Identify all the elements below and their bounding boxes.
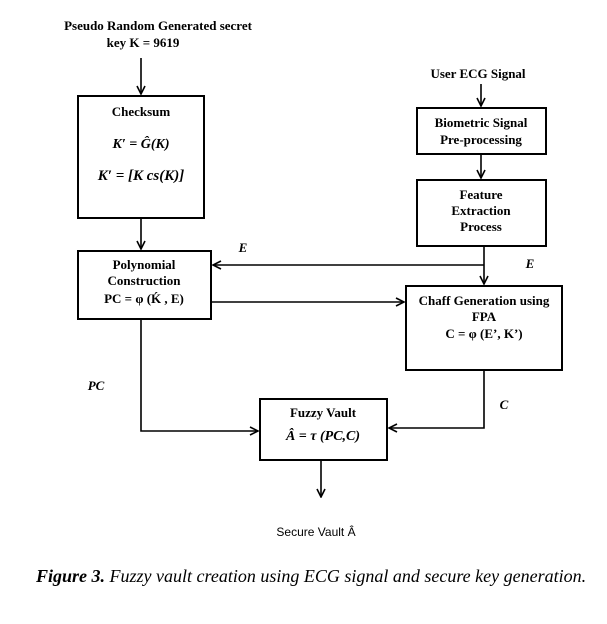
user-ecg-label: User ECG Signal: [430, 66, 525, 81]
checksum-equation-1: K′ = Ĝ(K): [111, 135, 169, 152]
arrow-polynomial-to-vault: [140, 319, 258, 431]
biometric-line2: Pre-processing: [440, 132, 522, 147]
polynomial-equation: PC = φ (Ḱ , E): [104, 291, 184, 306]
polynomial-line1: Polynomial: [113, 257, 176, 272]
checksum-box: Checksum K′ = Ĝ(K) K′ = [K cs(K)]: [77, 95, 205, 219]
edge-label-pc: PC: [88, 378, 105, 393]
edge-label-e-right: E: [525, 256, 535, 271]
figure-label: Figure 3.: [36, 566, 106, 586]
checksum-title: Checksum: [112, 104, 171, 119]
vault-title: Fuzzy Vault: [290, 405, 357, 420]
feature-line3: Process: [460, 219, 502, 234]
checksum-equation-2: K′ = [K cs(K)]: [97, 168, 185, 184]
fuzzy-vault-flow-diagram: Pseudo Random Generated secret key K = 9…: [64, 18, 563, 539]
arrow-chaff-to-vault: [389, 370, 485, 428]
caption-text: Fuzzy vault creation using ECG signal an…: [109, 566, 587, 586]
polynomial-construction-box: Polynomial Construction PC = φ (Ḱ , E): [77, 250, 212, 320]
edge-label-c: C: [500, 397, 509, 412]
feature-line2: Extraction: [451, 203, 511, 218]
source-text-line2: key K = 9619: [107, 35, 180, 50]
feature-line1: Feature: [459, 187, 502, 202]
biometric-line1: Biometric Signal: [435, 115, 528, 130]
source-text-line1: Pseudo Random Generated secret: [64, 18, 253, 33]
edge-label-e-left: E: [238, 240, 248, 255]
chaff-line2: FPA: [472, 309, 497, 324]
chaff-generation-box: Chaff Generation using FPA C = φ (E’, K’…: [405, 285, 563, 371]
biometric-preprocessing-box: Biometric Signal Pre-processing: [416, 107, 547, 155]
feature-extraction-box: Feature Extraction Process: [416, 179, 547, 247]
fuzzy-vault-box: Fuzzy Vault Â = τ (PC,C): [259, 398, 388, 461]
output-label: Secure Vault Â: [276, 524, 355, 539]
figure-caption: Figure 3. Fuzzy vault creation using ECG…: [36, 564, 592, 588]
chaff-line1: Chaff Generation using: [419, 293, 550, 308]
chaff-equation: C = φ (E’, K’): [445, 326, 522, 341]
polynomial-line2: Construction: [108, 273, 182, 288]
vault-equation: Â = τ (PC,C): [285, 427, 360, 444]
